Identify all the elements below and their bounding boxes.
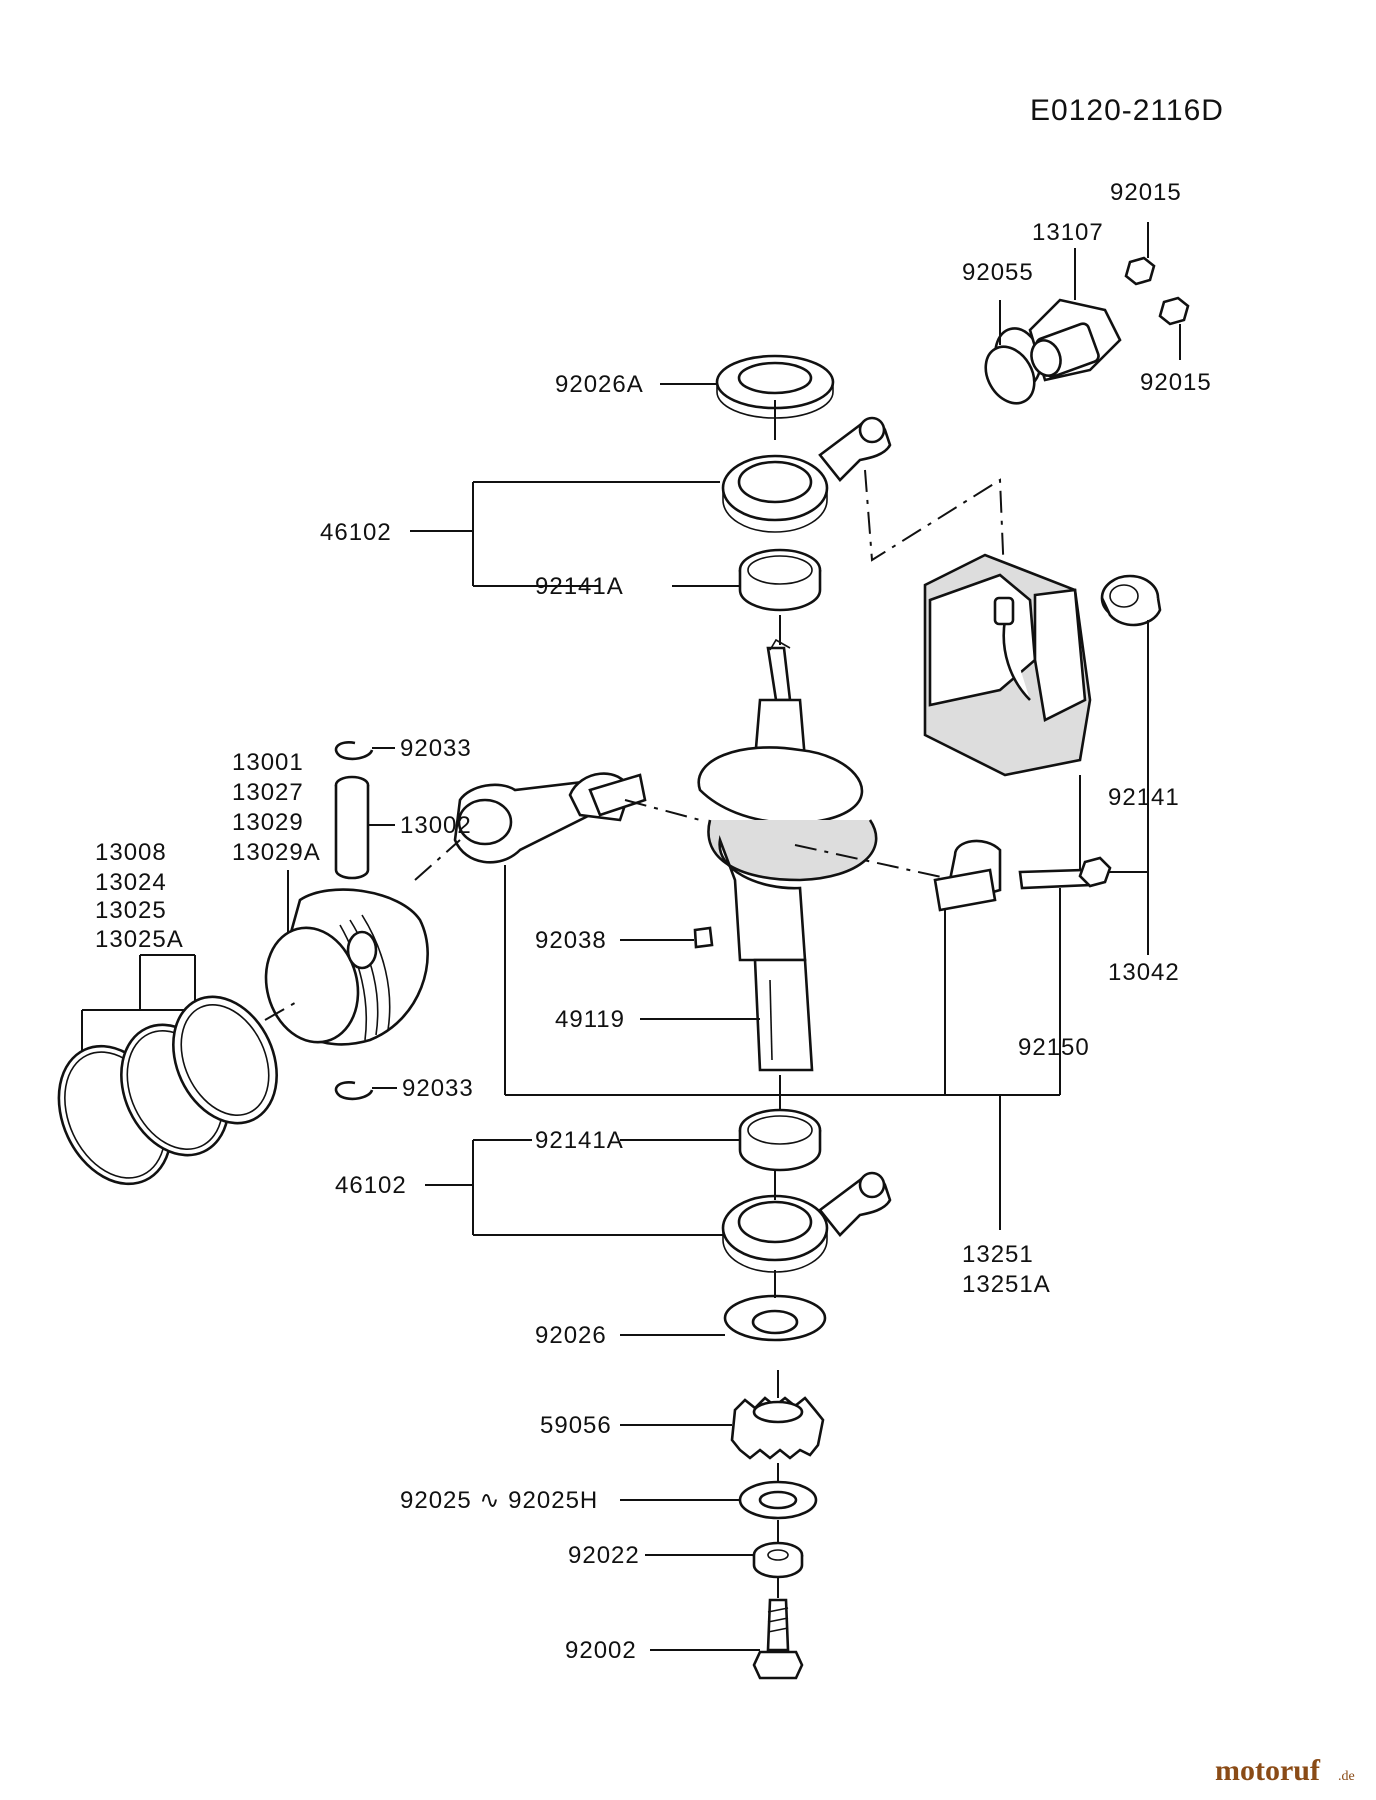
label-92055: 92055 (962, 259, 1034, 286)
label-92022: 92022 (568, 1542, 640, 1569)
nut-92015-top (1124, 256, 1156, 286)
label-13025A: 13025A (95, 926, 184, 953)
connecting-rod (453, 772, 647, 864)
washer-92022 (752, 1541, 804, 1579)
o-ring-92055 (984, 345, 1036, 405)
oil-seal-92026 (723, 1294, 827, 1342)
label-92025-range: 92025 ∿ 92025H (400, 1487, 598, 1514)
bushing-92141 (1100, 574, 1162, 627)
label-49119: 49119 (555, 1006, 625, 1033)
bearing-plate-46102-bottom (721, 1171, 892, 1273)
label-46102-bottom: 46102 (335, 1172, 407, 1199)
label-92141A-bottom: 92141A (535, 1127, 624, 1154)
rod-bolt (1018, 856, 1112, 890)
label-13027: 13027 (232, 779, 304, 806)
piston-pin-13002 (334, 775, 370, 880)
label-13025: 13025 (95, 897, 167, 924)
label-13042: 13042 (1108, 959, 1180, 986)
washer-92025 (738, 1480, 818, 1520)
bearing-plate-46102-top (721, 416, 892, 533)
label-92150: 92150 (1018, 1034, 1090, 1061)
label-92141A-top: 92141A (535, 573, 624, 600)
label-46102-top: 46102 (320, 519, 392, 546)
crankshaft-49119 (697, 638, 878, 1072)
label-92141: 92141 (1108, 784, 1180, 811)
label-13029A: 13029A (232, 839, 321, 866)
brand-suffix: .de (1338, 1769, 1355, 1784)
label-92002: 92002 (565, 1637, 637, 1664)
label-13001: 13001 (232, 749, 304, 776)
label-92033-top: 92033 (400, 735, 472, 762)
oil-ring (172, 995, 278, 1125)
label-92033-bottom: 92033 (402, 1075, 474, 1102)
label-13008: 13008 (95, 839, 167, 866)
circlip-92033-bottom (334, 1081, 374, 1101)
piston-13001 (264, 888, 429, 1046)
bolt-92002 (752, 1598, 804, 1680)
label-59056: 59056 (540, 1412, 612, 1439)
crank-gear-59056 (730, 1396, 825, 1460)
brand-watermark: motoruf .de (1215, 1754, 1355, 1787)
woodruff-key-92038 (693, 926, 714, 949)
brand-name: motoruf (1215, 1754, 1321, 1787)
nut-92015-bottom (1158, 296, 1190, 326)
label-92026: 92026 (535, 1322, 607, 1349)
label-13107: 13107 (1032, 219, 1104, 246)
label-13029: 13029 (232, 809, 304, 836)
label-92015-bottom: 92015 (1140, 369, 1212, 396)
label-13002: 13002 (400, 812, 472, 839)
label-13024: 13024 (95, 869, 167, 896)
circlip-92033-top (334, 741, 374, 761)
label-13251A: 13251A (962, 1271, 1051, 1298)
rod-cap-92150 (933, 839, 1002, 912)
label-92015-top: 92015 (1110, 179, 1182, 206)
bearing-92141A-top (738, 548, 822, 612)
diagram-code: E0120-2116D (1030, 94, 1224, 127)
label-92026A: 92026A (555, 371, 644, 398)
label-13251: 13251 (962, 1241, 1034, 1268)
bearing-92141A-bottom (738, 1108, 822, 1172)
balancer-weight-13042 (923, 553, 1092, 777)
label-92038: 92038 (535, 927, 607, 954)
